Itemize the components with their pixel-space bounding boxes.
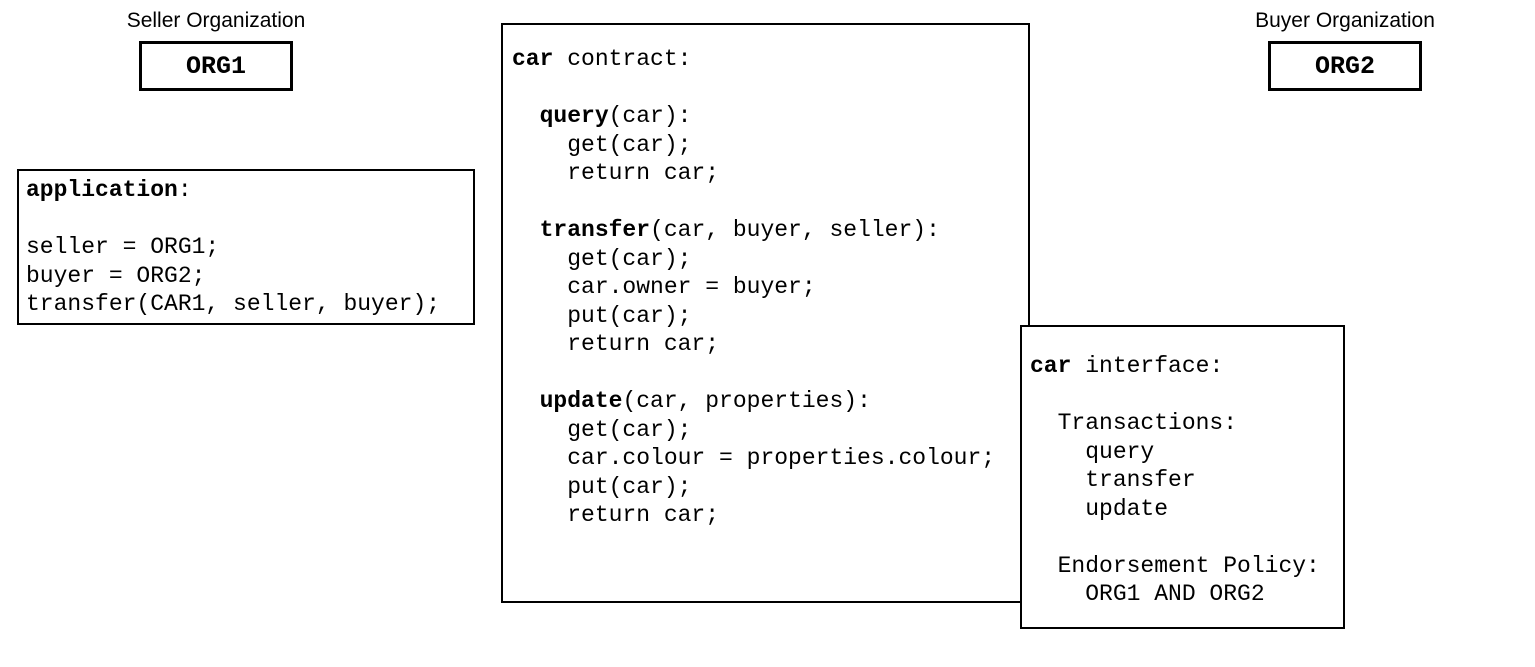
org2-box: ORG2 <box>1268 41 1422 91</box>
code-line: update <box>1030 495 1169 522</box>
code-line: query <box>1030 438 1155 465</box>
code-line: car.owner = buyer; <box>512 274 816 300</box>
code-line <box>1030 523 1335 552</box>
code-line: buyer = ORG2; <box>26 262 206 289</box>
buyer-organization-label: Buyer Organization <box>1255 9 1435 32</box>
application-code-box: application: seller = ORG1;buyer = ORG2;… <box>17 169 475 325</box>
code-line: return car; <box>512 331 720 357</box>
code-line: transfer(car, buyer, seller): <box>539 217 940 243</box>
code-line: query(car): <box>539 103 692 129</box>
code-line <box>512 188 1019 217</box>
code-line: transfer(CAR1, seller, buyer); <box>26 291 441 317</box>
code-line: car contract: <box>512 46 692 72</box>
code-line: update(car, properties): <box>539 388 871 414</box>
code-line <box>1030 381 1335 410</box>
code-line: get(car); <box>512 245 692 272</box>
code-line: get(car); <box>512 416 692 443</box>
code-line: car interface: <box>1030 353 1224 379</box>
code-line <box>26 205 466 234</box>
code-line: application: <box>26 177 192 203</box>
org1-label: ORG1 <box>185 51 246 81</box>
code-line: transfer <box>1030 467 1196 493</box>
code-line: car.colour = properties.colour; <box>512 445 996 471</box>
code-line: return car; <box>512 502 720 528</box>
org2-label: ORG2 <box>1314 51 1375 81</box>
org1-box: ORG1 <box>139 41 293 91</box>
code-line: return car; <box>512 160 720 186</box>
code-line: put(car); <box>512 473 692 500</box>
code-line: seller = ORG1; <box>26 234 220 260</box>
seller-organization-label: Seller Organization <box>126 9 306 32</box>
car-interface-code-box: car interface: Transactions: query trans… <box>1020 325 1345 629</box>
code-line <box>512 74 1019 103</box>
code-line: Endorsement Policy: <box>1030 552 1320 579</box>
car-contract-code-box: car contract: query(car): get(car); retu… <box>501 23 1030 603</box>
code-line <box>512 359 1019 388</box>
code-line: get(car); <box>512 131 692 158</box>
code-line: Transactions: <box>1030 410 1238 436</box>
code-line: put(car); <box>512 302 692 329</box>
code-line: ORG1 AND ORG2 <box>1030 581 1265 607</box>
